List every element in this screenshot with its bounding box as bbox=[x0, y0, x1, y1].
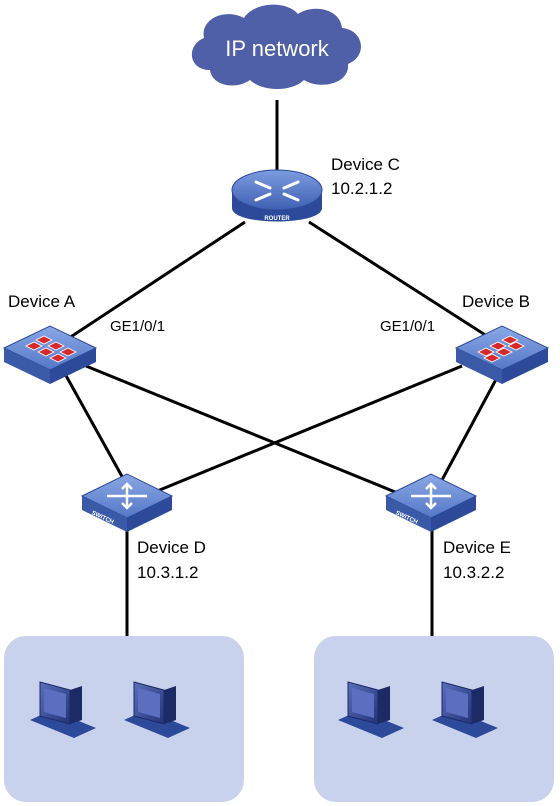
firewall-bricks-icon bbox=[25, 335, 77, 363]
switch-device-e: SWITCH bbox=[384, 473, 478, 532]
pc-icon bbox=[30, 681, 96, 738]
pc-icon bbox=[338, 681, 404, 738]
pc-icon bbox=[124, 681, 190, 738]
device-b-name: Device B bbox=[462, 292, 530, 311]
device-a-name: Device A bbox=[8, 292, 76, 311]
switch-arrows-icon bbox=[411, 482, 451, 510]
device-e-ip: 10.3.2.2 bbox=[443, 563, 504, 582]
link-a-e bbox=[85, 364, 401, 496]
device-c-ip: 10.2.1.2 bbox=[331, 179, 392, 198]
links bbox=[62, 100, 502, 636]
pc-icon bbox=[432, 681, 498, 738]
link-a-d bbox=[62, 371, 126, 481]
firewall-bricks-icon bbox=[477, 335, 525, 363]
device-a-port: GE1/0/1 bbox=[110, 318, 165, 335]
link-b-d bbox=[149, 364, 463, 496]
link-c-a bbox=[65, 220, 246, 342]
device-d-name: Device D bbox=[137, 538, 206, 557]
device-d-ip: 10.3.1.2 bbox=[137, 563, 198, 582]
router-icon-text: ROUTER bbox=[264, 216, 290, 222]
cloud-label: IP network bbox=[225, 36, 330, 61]
lan-panel-right bbox=[314, 636, 554, 802]
firewall-device-b bbox=[454, 325, 550, 384]
device-b-port: GE1/0/1 bbox=[380, 318, 435, 335]
device-c-name: Device C bbox=[331, 155, 400, 174]
router-device-c: ROUTER bbox=[231, 169, 323, 222]
firewall-device-a bbox=[2, 325, 98, 384]
link-c-b bbox=[308, 220, 491, 340]
lan-panel-left bbox=[4, 636, 244, 802]
switch-device-d: SWITCH bbox=[80, 473, 174, 532]
router-arrows-icon bbox=[254, 180, 300, 202]
ip-network-cloud: IP network bbox=[191, 4, 361, 90]
device-e-name: Device E bbox=[443, 538, 511, 557]
link-b-e bbox=[440, 371, 502, 481]
switch-arrows-icon bbox=[107, 482, 147, 510]
